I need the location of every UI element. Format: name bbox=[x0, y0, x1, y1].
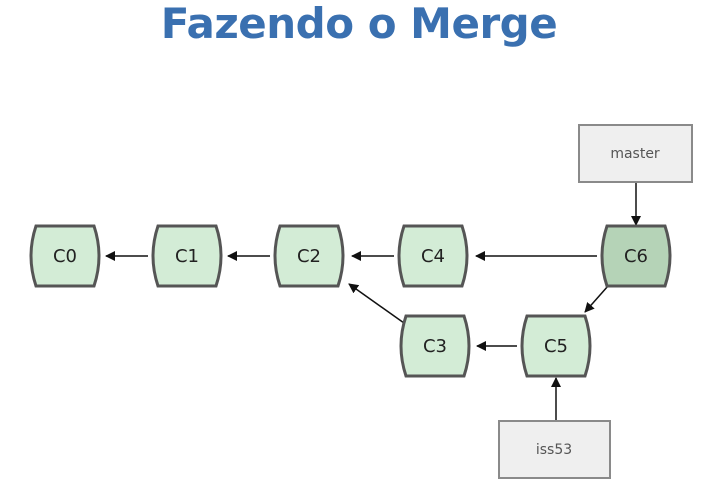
commit-node bbox=[29, 224, 101, 288]
commit-c0: C0 bbox=[29, 224, 101, 288]
commit-label: C5 bbox=[544, 336, 568, 357]
ref-box bbox=[578, 124, 693, 183]
commit-label: C3 bbox=[423, 336, 447, 357]
commit-c1: C1 bbox=[151, 224, 223, 288]
commit-c4: C4 bbox=[397, 224, 469, 288]
ref-label: master bbox=[610, 146, 660, 162]
commit-node bbox=[520, 314, 592, 378]
commit-node bbox=[273, 224, 345, 288]
ref-box bbox=[498, 420, 611, 479]
commit-c2: C2 bbox=[273, 224, 345, 288]
edge-c3-c2 bbox=[348, 283, 405, 324]
commit-c6: C6 bbox=[600, 224, 672, 288]
commit-node bbox=[397, 224, 469, 288]
edge-c6-c5 bbox=[584, 285, 609, 313]
ref-iss53: iss53 bbox=[498, 420, 611, 479]
commit-label: C1 bbox=[175, 246, 199, 267]
commit-node bbox=[399, 314, 471, 378]
commit-label: C4 bbox=[421, 246, 445, 267]
page-title: Fazendo o Merge bbox=[160, 0, 558, 48]
commit-node-merge bbox=[600, 224, 672, 288]
commit-label: C6 bbox=[624, 246, 648, 267]
commit-node bbox=[151, 224, 223, 288]
commit-label: C0 bbox=[53, 246, 77, 267]
commit-label: C2 bbox=[297, 246, 321, 267]
ref-master: master bbox=[578, 124, 693, 183]
commit-c5: C5 bbox=[520, 314, 592, 378]
edges bbox=[105, 183, 641, 420]
commit-c3: C3 bbox=[399, 314, 471, 378]
ref-label: iss53 bbox=[536, 442, 572, 458]
